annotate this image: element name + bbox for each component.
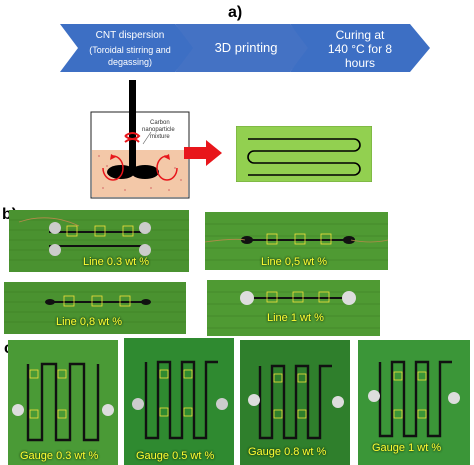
step-3-line-2: 140 °C for 8 (327, 42, 393, 56)
step-1-subtitle: (Toroidal stirring and degassing) (89, 45, 171, 67)
red-arrow-icon (184, 140, 222, 166)
gauge-sample-0-5-caption: Gauge 0.5 wt % (136, 450, 215, 462)
line-sample-0-5-caption: Line 0,5 wt % (261, 256, 328, 268)
line-sample-0-8-caption: Line 0,8 wt % (56, 316, 123, 328)
chevron-step-1 (60, 24, 195, 72)
line-sample-0-3-caption: Line 0.3 wt % (83, 256, 150, 268)
gauge-sample-0-8: Gauge 0.8 wt % (240, 340, 350, 465)
process-flow-chevrons (60, 24, 430, 72)
mixture-label-line-1: Carbon (150, 120, 170, 126)
mixture-label-line-3: mixture (150, 134, 170, 140)
panel-a-label: a) (228, 4, 243, 21)
line-sample-1-caption: Line 1 wt % (267, 312, 324, 324)
line-sample-0-5: Line 0,5 wt % (205, 212, 388, 270)
step-3-line-1: Curing at (335, 28, 385, 42)
gauge-sample-0-5: Gauge 0.5 wt % (124, 338, 234, 465)
gauge-sample-0-3-caption: Gauge 0.3 wt % (20, 450, 99, 462)
chevron-step-2 (175, 24, 310, 72)
step-3-line-3: hours (344, 56, 376, 70)
gauge-sample-1: Gauge 1 wt % (358, 340, 470, 465)
gauge-sample-0-3: Gauge 0.3 wt % (8, 340, 118, 465)
line-sample-0-8: Line 0,8 wt % (4, 282, 186, 334)
printed-pattern-board (236, 126, 372, 182)
gauge-sample-1-caption: Gauge 1 wt % (372, 442, 442, 454)
step-1-title: CNT dispersion (95, 30, 165, 41)
mixture-label-line-2: nanoparticle (142, 127, 175, 133)
stirrer-shaft (129, 80, 136, 172)
step-2-title: 3D printing (214, 40, 278, 55)
stirrer-blade-left (107, 165, 135, 179)
chevron-step-3 (290, 24, 430, 72)
mixer-illustration (90, 80, 190, 199)
line-sample-0-3: Line 0.3 wt % (9, 210, 189, 272)
line-sample-1: Line 1 wt % (207, 280, 380, 336)
gauge-sample-0-8-caption: Gauge 0.8 wt % (248, 446, 327, 458)
stirrer-blade-right (131, 165, 159, 179)
divider-b (0, 200, 474, 202)
